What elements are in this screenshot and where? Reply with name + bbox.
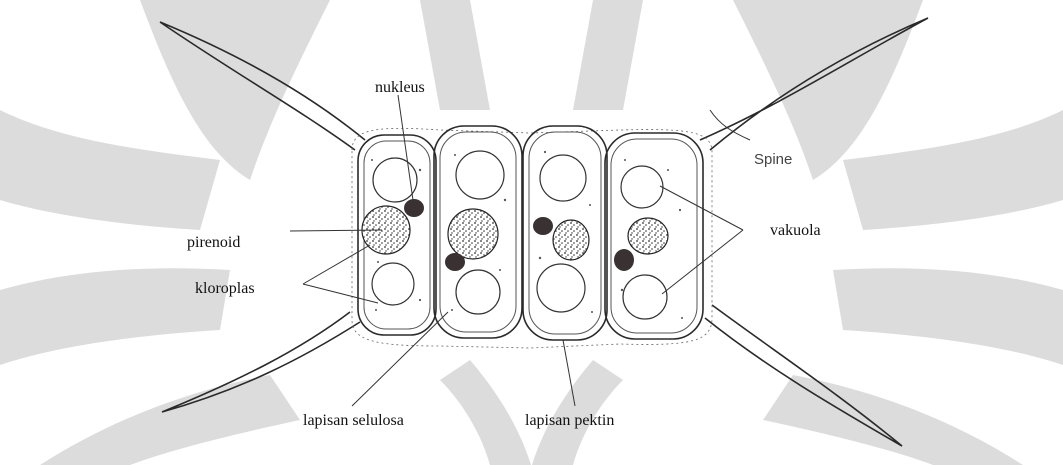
label-pirenoid: pirenoid: [187, 234, 240, 251]
cell-3: [523, 126, 607, 340]
label-lapisan-selulosa: lapisan selulosa: [303, 412, 404, 429]
label-nukleus: nukleus: [375, 79, 425, 96]
nucleus: [404, 199, 424, 217]
leader-lines: [290, 95, 750, 406]
label-lapisan-pektin: lapisan pektin: [525, 412, 614, 429]
cell-4: [605, 133, 703, 339]
label-spine: Spine: [754, 151, 792, 168]
label-vakuola: vakuola: [770, 222, 821, 239]
cell-1: [358, 135, 436, 335]
nucleus: [614, 249, 634, 271]
cell-2: [434, 126, 522, 338]
nucleus: [445, 253, 465, 271]
nucleus: [533, 217, 553, 235]
label-kloroplas: kloroplas: [195, 280, 255, 297]
